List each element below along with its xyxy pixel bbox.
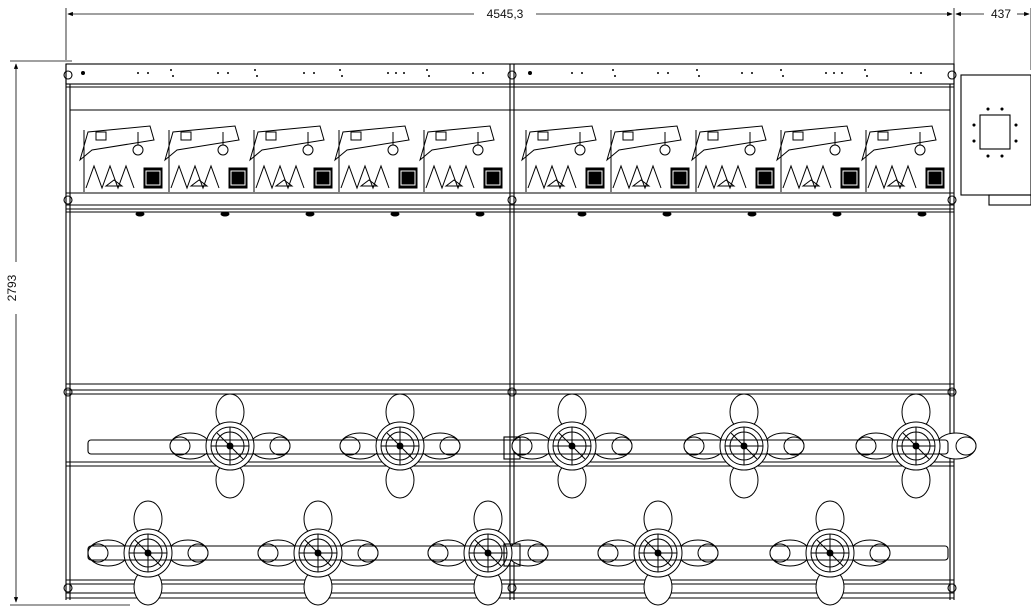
- dimension-overall-width: [65, 8, 1031, 75]
- creel-shafts: [87, 436, 949, 567]
- machine-frame: [63, 63, 957, 600]
- creel-wheel: [769, 500, 891, 606]
- creel-wheel: [855, 393, 977, 499]
- control-cabinet: [960, 74, 1031, 206]
- overall-width-label: 4545,3: [487, 7, 524, 21]
- spindle-head: [419, 125, 503, 217]
- creel-wheel: [511, 393, 633, 499]
- creel-wheel: [257, 500, 379, 606]
- creel-wheel: [87, 500, 209, 606]
- spindle-head: [691, 125, 775, 217]
- creel-wheel: [339, 393, 461, 499]
- spindle-head: [249, 125, 333, 217]
- spindle-head: [79, 125, 163, 217]
- overall-height-label: 2793: [5, 274, 19, 301]
- spindle-heads: [79, 125, 945, 217]
- spindle-head: [521, 125, 605, 217]
- dimension-overall-height: [10, 60, 130, 606]
- creel-wheel: [169, 393, 291, 499]
- spindle-head: [606, 125, 690, 217]
- spindle-head: [164, 125, 248, 217]
- creel-wheel: [683, 393, 805, 499]
- spindle-head: [334, 125, 418, 217]
- creel-wheels: [87, 393, 977, 606]
- spindle-head: [776, 125, 860, 217]
- cabinet-width-label: 437: [991, 7, 1011, 21]
- creel-wheel: [427, 500, 549, 606]
- top-rail-holes: [81, 69, 922, 77]
- spindle-head: [861, 125, 945, 217]
- creel-wheel: [597, 500, 719, 606]
